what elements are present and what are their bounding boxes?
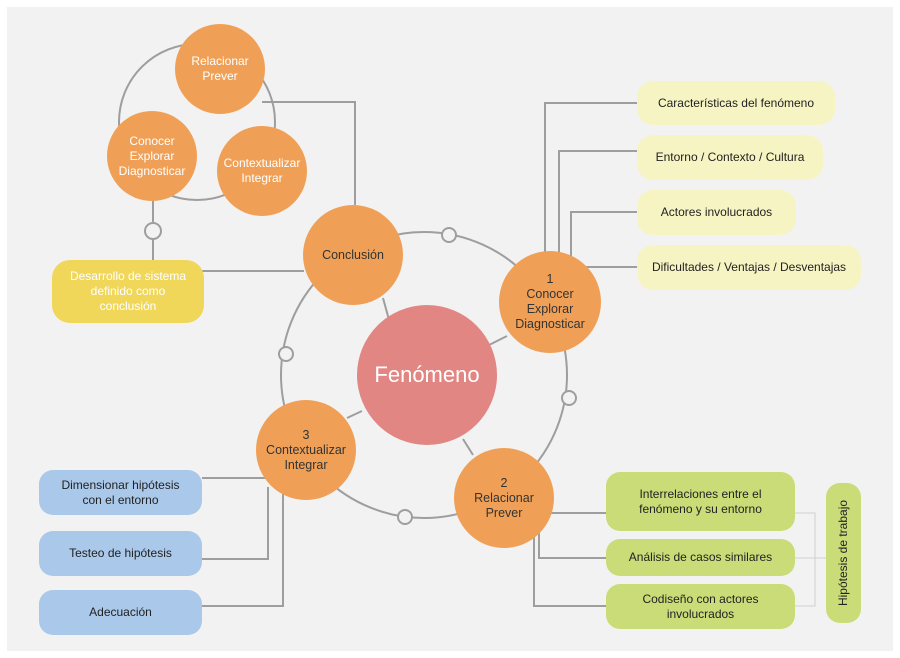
node-conocer-number: 1 — [546, 272, 554, 286]
cycle-relacionar-line1: Relacionar — [191, 54, 249, 68]
characteristic-label: Actores involucrados — [660, 205, 773, 219]
ring-knob-left — [278, 346, 294, 362]
connector-hypothesis-3 — [533, 531, 606, 607]
node-relacionar: 2 Relacionar Prever — [454, 448, 554, 548]
conclusion-box-label: Desarrollo de sistema definido como conc… — [69, 269, 187, 313]
ring-knob-bottom — [397, 509, 413, 525]
cycle-conocer-line1: Conocer — [129, 133, 175, 148]
context-item: Testeo de hipótesis — [39, 531, 202, 576]
context-item-label: Testeo de hipótesis — [69, 546, 172, 560]
main-ring — [280, 231, 568, 519]
cycle-contextualizar-line1: Contextualizar — [223, 156, 301, 170]
spoke-relacionar — [462, 438, 474, 456]
center-label: Fenómeno — [374, 362, 480, 387]
spoke-contextualizar — [346, 410, 363, 419]
connector-hypothesis-2 — [538, 524, 606, 559]
characteristic-item: Entorno / Contexto / Cultura — [637, 135, 823, 180]
spoke-conocer — [488, 335, 508, 346]
characteristic-item: Dificultades / Ventajas / Desventajas — [637, 245, 861, 290]
cycle-contextualizar-line2: Integrar — [241, 171, 283, 185]
cycle-node-contextualizar: Contextualizar Integrar — [217, 126, 307, 216]
node-conclusion-label: Conclusión — [322, 247, 384, 262]
connector-context-3 — [202, 494, 284, 607]
characteristic-label: Características del fenómeno — [657, 95, 815, 110]
hypothesis-item: Interrelaciones entre el fenómeno y su e… — [606, 472, 795, 531]
context-item-label: Dimensionar hipótesis con el entorno — [61, 477, 180, 507]
connector-context-2 — [202, 487, 269, 560]
hypothesis-bracket — [795, 512, 826, 607]
center-node: Fenómeno — [357, 305, 497, 445]
cycle-relacionar-line2: Prever — [202, 69, 238, 83]
characteristic-item: Características del fenómeno — [637, 81, 835, 125]
cycle-conocer-line2: Explorar — [129, 148, 175, 163]
node-relacionar-number: 2 — [500, 475, 508, 490]
hypothesis-label: Hipótesis de trabajo — [836, 499, 851, 607]
context-item: Dimensionar hipótesis con el entorno — [39, 470, 202, 515]
ring-knob-right — [561, 390, 577, 406]
node-relacionar-line2: Prever — [485, 505, 523, 520]
context-item: Adecuación — [39, 590, 202, 635]
cycle-node-relacionar: Relacionar Prever — [175, 24, 265, 114]
context-item-label: Adecuación — [89, 605, 152, 619]
cycle-conocer-line3: Diagnosticar — [118, 163, 186, 178]
characteristic-label: Entorno / Contexto / Cultura — [655, 150, 805, 164]
hypothesis-item-label: Análisis de casos similares — [628, 550, 773, 564]
characteristic-label: Dificultades / Ventajas / Desventajas — [651, 260, 847, 274]
node-conclusion: Conclusión — [303, 205, 403, 305]
node-conocer: 1 Conocer Explorar Diagnosticar — [499, 251, 601, 353]
node-conocer-line3: Diagnosticar — [515, 317, 585, 331]
hypothesis-item-label: Codiseño con actores involucrados — [642, 591, 759, 621]
hypothesis-item-label: Interrelaciones entre el fenómeno y su e… — [639, 486, 762, 516]
node-contextualizar-line2: Integrar — [284, 457, 328, 472]
connector-characteristic-1 — [544, 102, 637, 258]
hypothesis-item: Análisis de casos similares — [606, 539, 795, 576]
node-conocer-line1: Conocer — [526, 287, 574, 301]
connector-characteristic-3 — [570, 211, 637, 259]
connector-characteristic-2 — [558, 150, 637, 257]
cycle-node-conocer: Conocer Explorar Diagnosticar — [107, 111, 197, 201]
hypothesis-item: Codiseño con actores involucrados — [606, 584, 795, 629]
characteristic-item: Actores involucrados — [637, 190, 796, 235]
cycle-knob — [144, 222, 162, 240]
node-conocer-line2: Explorar — [526, 302, 574, 316]
hypothesis-label-box: Hipótesis de trabajo — [826, 483, 861, 623]
conclusion-box: Desarrollo de sistema definido como conc… — [52, 260, 204, 323]
conclusion-to-cycle — [262, 101, 356, 205]
node-contextualizar-line1: Contextualizar — [266, 442, 346, 457]
node-relacionar-line1: Relacionar — [474, 490, 534, 505]
node-contextualizar-number: 3 — [302, 427, 310, 442]
ring-knob-top — [441, 227, 457, 243]
node-contextualizar: 3 Contextualizar Integrar — [256, 400, 356, 500]
